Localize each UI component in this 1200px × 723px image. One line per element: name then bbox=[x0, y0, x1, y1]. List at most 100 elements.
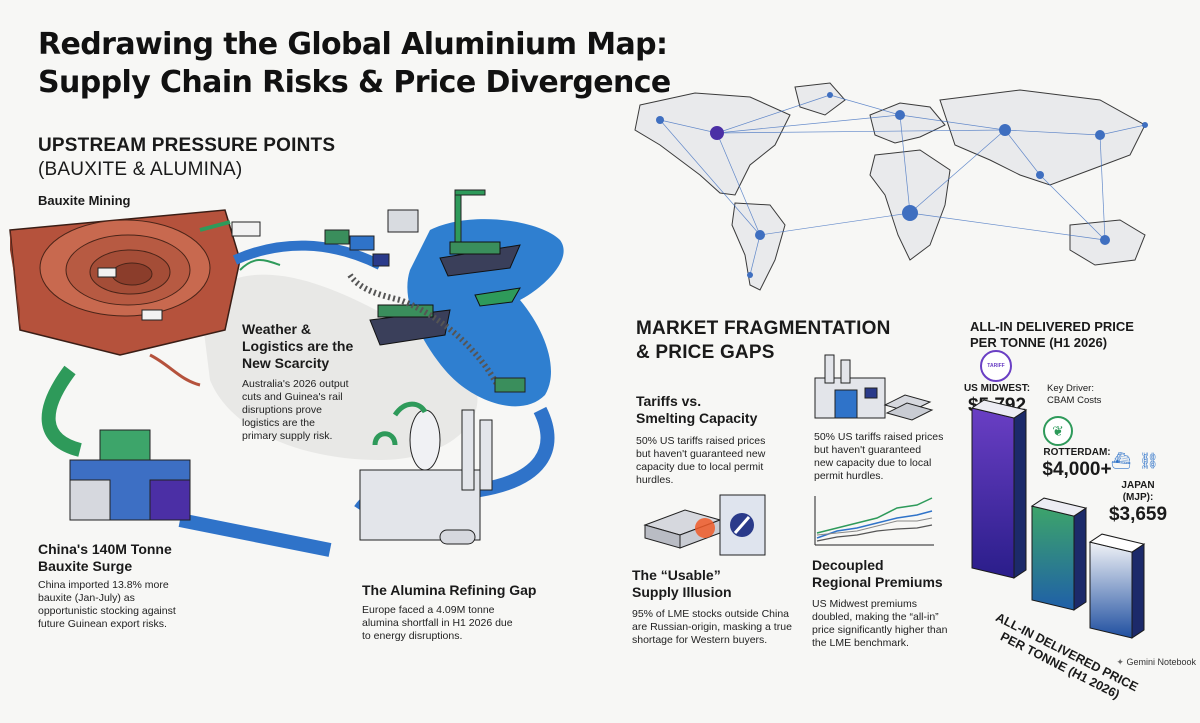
weather-body-2: cuts and Guinea's rail bbox=[242, 391, 343, 403]
tariffs-body-1: 50% US tariffs raised prices bbox=[636, 435, 766, 447]
map-node-australia bbox=[1100, 235, 1110, 245]
decoupled-block: Decoupled Regional Premiums US Midwest p… bbox=[812, 557, 972, 650]
weather-body-4: logistics are the bbox=[242, 417, 315, 429]
alumina-body-2: alumina shortfall in H1 2026 due bbox=[362, 617, 513, 629]
japan-value: $3,659 bbox=[1108, 504, 1168, 525]
page-title: Redrawing the Global Aluminium Map: Supp… bbox=[38, 26, 678, 102]
japan-label-2: (MJP): bbox=[1122, 492, 1154, 503]
china-title-1: China's 140M Tonne bbox=[38, 541, 172, 557]
bar-us-midwest bbox=[971, 407, 1015, 579]
map-node-north-america bbox=[710, 126, 724, 140]
smelter-factory-icon bbox=[814, 354, 934, 421]
map-node-west bbox=[656, 116, 664, 124]
tariffs-body-4: hurdles. bbox=[636, 474, 674, 486]
bar-rotterdam bbox=[1031, 505, 1075, 611]
usable-body-3: shortage for Western buyers. bbox=[632, 634, 768, 646]
bar-side-japan bbox=[1131, 543, 1145, 639]
price-heading-line-2: PER TONNE (H1 2026) bbox=[970, 335, 1108, 350]
weather-title-3: New Scarcity bbox=[242, 355, 330, 371]
footer-text: Gemini Notebook bbox=[1126, 657, 1196, 667]
weather-title-1: Weather & bbox=[242, 321, 311, 337]
alumina-body-3: to energy disruptions. bbox=[362, 630, 463, 642]
bar-side-us-midwest bbox=[1013, 409, 1027, 579]
japan-label-1: JAPAN bbox=[1121, 480, 1155, 491]
usable-body-1: 95% of LME stocks outside China bbox=[632, 608, 789, 620]
footer-credit: ✦ Gemini Notebook bbox=[1116, 657, 1196, 668]
china-body-3: opportunistic stocking against bbox=[38, 605, 176, 617]
asia-shape bbox=[939, 89, 1146, 186]
gemini-icon: ✦ bbox=[1116, 657, 1127, 667]
bar-side-rotterdam bbox=[1073, 507, 1087, 611]
china-title-2: Bauxite Surge bbox=[38, 558, 133, 574]
bar-label-rotterdam: ROTTERDAM: $4,000+ bbox=[1032, 447, 1122, 481]
price-heading: ALL-IN DELIVERED PRICE PER TONNE (H1 202… bbox=[970, 319, 1170, 351]
ingot-shield-icon bbox=[643, 494, 766, 556]
china-body-4: future Guinean export risks. bbox=[38, 618, 167, 630]
bar-top-us-midwest bbox=[970, 399, 1028, 419]
bar-label-japan: JAPAN (MJP): $3,659 bbox=[1103, 480, 1173, 526]
weather-body-1: Australia's 2026 output bbox=[242, 378, 349, 390]
market-heading-line-1: MARKET FRAGMENTATION bbox=[636, 318, 891, 339]
tariffs-dup-body-3: new capacity due to local bbox=[814, 457, 932, 469]
tariffs-body-3: capacity due to local permit bbox=[636, 461, 764, 473]
bauxite-mine-icon bbox=[9, 209, 241, 356]
key-driver-note: Key Driver: CBAM Costs bbox=[1047, 383, 1137, 407]
key-driver-line-2: CBAM Costs bbox=[1047, 395, 1102, 406]
tariffs-title-1: Tariffs vs. bbox=[636, 393, 702, 409]
map-node-asia bbox=[999, 124, 1011, 136]
map-node-europe bbox=[895, 110, 905, 120]
tariffs-block: Tariffs vs. Smelting Capacity 50% US tar… bbox=[636, 393, 806, 487]
greenland-shape bbox=[794, 82, 846, 116]
market-heading-line-2: & PRICE GAPS bbox=[636, 342, 775, 363]
decoupled-body-3: price significantly higher than bbox=[812, 624, 948, 636]
weather-title-2: Logistics are the bbox=[242, 338, 354, 354]
south-america-shape bbox=[731, 202, 786, 291]
north-america-shape bbox=[634, 92, 791, 196]
premium-trend-icon bbox=[814, 496, 934, 546]
bar-japan bbox=[1089, 541, 1133, 639]
decoupled-title-2: Regional Premiums bbox=[812, 574, 943, 590]
tariffs-body-2: but haven't guaranteed new bbox=[636, 448, 766, 460]
china-body-2: bauxite (Jan-July) as bbox=[38, 592, 135, 604]
europe-shape bbox=[869, 102, 946, 144]
us-midwest-label: US MIDWEST: bbox=[963, 383, 1031, 394]
upstream-heading: UPSTREAM PRESSURE POINTS (BAUXITE & ALUM… bbox=[38, 134, 335, 182]
weather-body-3: disruptions prove bbox=[242, 404, 322, 416]
rotterdam-value: $4,000+ bbox=[1042, 459, 1112, 480]
map-node-india bbox=[1036, 171, 1044, 179]
map-node-east-asia bbox=[1095, 130, 1105, 140]
tariffs-duplicate-block: 50% US tariffs raised prices but haven't… bbox=[814, 431, 974, 483]
alumina-gap-block: The Alumina Refining Gap Europe faced a … bbox=[362, 582, 572, 643]
decoupled-title-1: Decoupled bbox=[812, 557, 884, 573]
market-heading: MARKET FRAGMENTATION & PRICE GAPS bbox=[636, 317, 891, 365]
price-heading-line-1: ALL-IN DELIVERED PRICE bbox=[970, 319, 1134, 334]
tariffs-title-2: Smelting Capacity bbox=[636, 410, 758, 426]
bar-top-rotterdam bbox=[1030, 497, 1088, 517]
upstream-heading-line-2: (BAUXITE & ALUMINA) bbox=[38, 159, 243, 180]
upstream-heading-line-1: UPSTREAM PRESSURE POINTS bbox=[38, 135, 336, 156]
bauxite-mining-label: Bauxite Mining bbox=[38, 193, 131, 208]
world-network-map bbox=[634, 82, 1148, 291]
title-line-2: Supply Chain Risks & Price Divergence bbox=[38, 65, 671, 100]
ship-icon: ⛴ bbox=[1110, 453, 1132, 470]
leaf-icon: ❦ bbox=[1043, 416, 1073, 446]
key-driver-line-1: Key Driver: bbox=[1047, 383, 1094, 394]
weather-logistics-block: Weather & Logistics are the New Scarcity… bbox=[242, 321, 412, 443]
rotterdam-label: ROTTERDAM: bbox=[1043, 447, 1111, 458]
tariffs-dup-body-2: but haven't guaranteed bbox=[814, 444, 922, 456]
tariffs-dup-body-1: 50% US tariffs raised prices bbox=[814, 431, 944, 443]
railway-track bbox=[347, 273, 503, 392]
decoupled-body-2: doubled, making the “all-in” bbox=[812, 611, 939, 623]
map-node-pacific bbox=[1142, 122, 1148, 128]
usable-supply-block: The “Usable” Supply Illusion 95% of LME … bbox=[632, 567, 812, 647]
price-bars-chart bbox=[970, 399, 1146, 639]
decoupled-body-4: the LME benchmark. bbox=[812, 637, 909, 649]
map-node-greenland bbox=[827, 92, 833, 98]
alumina-refinery-icon bbox=[359, 401, 493, 545]
tariffs-dup-body-4: permit hurdles. bbox=[814, 470, 884, 482]
usable-title-1: The “Usable” bbox=[632, 567, 721, 583]
usable-title-2: Supply Illusion bbox=[632, 584, 732, 600]
usable-body-2: are Russian-origin, masking a true bbox=[632, 621, 792, 633]
tariff-stamp-icon: TARIFF bbox=[980, 350, 1012, 382]
map-node-south-america bbox=[755, 230, 765, 240]
